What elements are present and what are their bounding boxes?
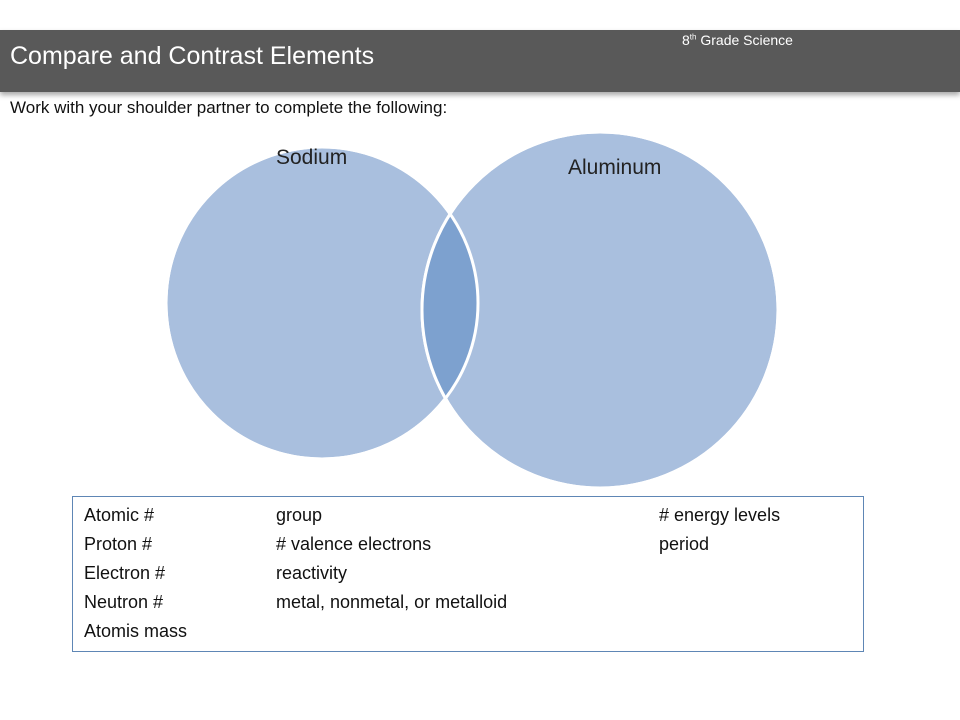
term-period: period bbox=[659, 534, 710, 554]
venn-circle-aluminum-outline bbox=[420, 130, 780, 490]
term-metal-type: metal, nonmetal, or metalloid bbox=[276, 592, 508, 612]
title-bar: Compare and Contrast Elements 8th Grade … bbox=[0, 30, 960, 92]
term-electron-number: Electron # bbox=[84, 563, 166, 583]
term-atomic-number: Atomic # bbox=[84, 505, 155, 525]
grade-rest: Grade Science bbox=[696, 32, 793, 48]
term-reactivity: reactivity bbox=[276, 563, 348, 583]
term-neutron-number: Neutron # bbox=[84, 592, 164, 612]
page-title: Compare and Contrast Elements bbox=[10, 42, 375, 70]
term-proton-number: Proton # bbox=[84, 534, 153, 554]
term-group: group bbox=[276, 505, 323, 525]
sodium-label: Sodium bbox=[276, 146, 347, 169]
instructions-text: Work with your shoulder partner to compl… bbox=[10, 98, 448, 117]
term-valence-electrons: # valence electrons bbox=[276, 534, 432, 554]
aluminum-label: Aluminum bbox=[568, 156, 661, 179]
term-atomic-mass: Atomis mass bbox=[84, 621, 188, 641]
grade-label: 8th Grade Science bbox=[682, 32, 793, 48]
venn-overlap-outline bbox=[164, 145, 480, 461]
terms-box: Atomic # Proton # Electron # Neutron # A… bbox=[72, 496, 864, 652]
term-energy-levels: # energy levels bbox=[659, 505, 781, 525]
grade-suffix: th bbox=[689, 32, 697, 42]
grade-number: 8 bbox=[682, 32, 690, 48]
